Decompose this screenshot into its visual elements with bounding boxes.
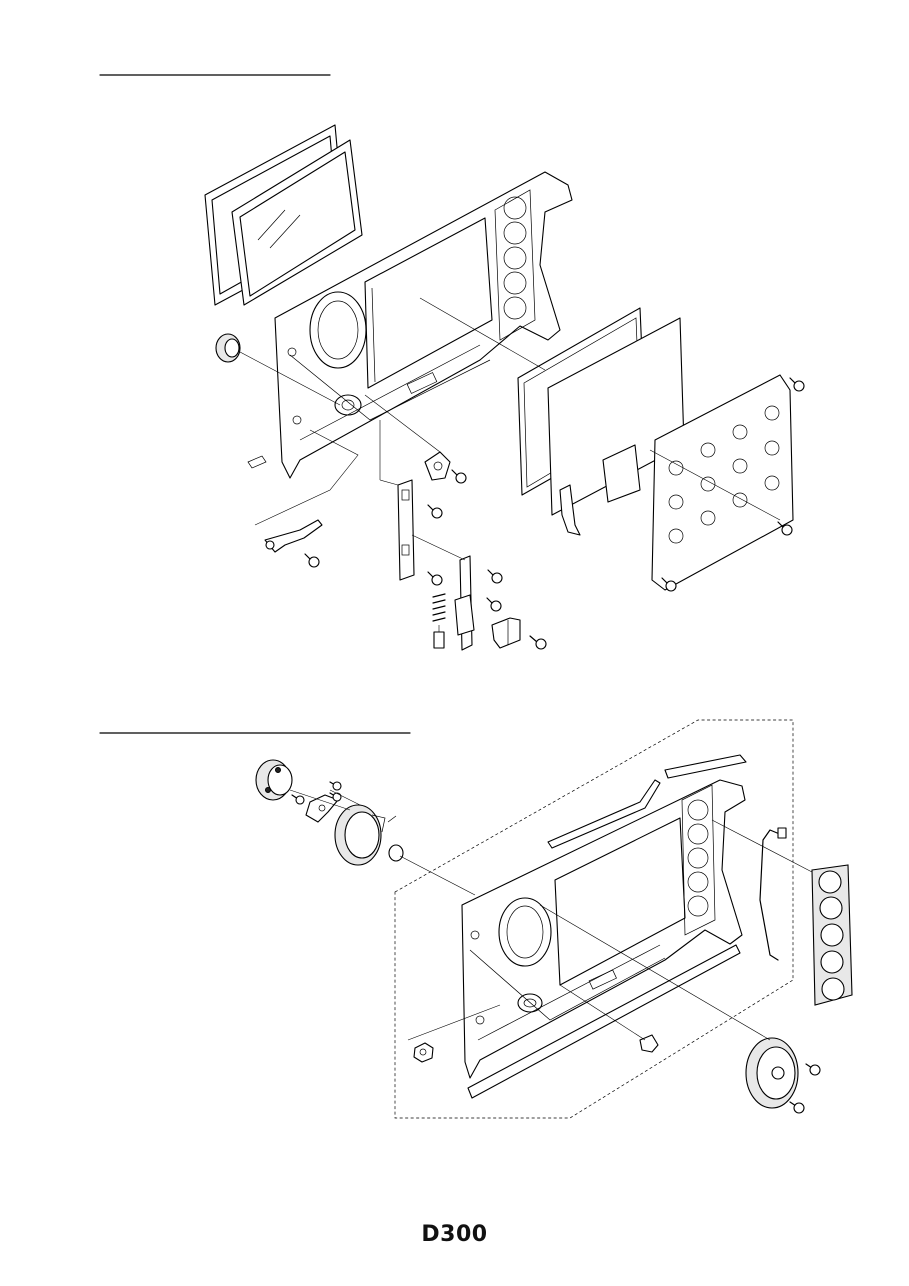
- lock-cap: [559, 984, 659, 1053]
- rear-body-frame-assembly: [461, 779, 746, 1099]
- assembly-boundary-dashed: [394, 719, 794, 1119]
- flex-cable: [759, 827, 787, 961]
- screw-slide-1: [427, 504, 443, 519]
- screw-slider-2: [486, 597, 502, 612]
- lcd-rear-plate: [649, 374, 794, 591]
- top-grip-strip: [547, 754, 747, 849]
- screw-contact-1: [329, 781, 342, 791]
- small-bracket: [491, 617, 521, 649]
- selector-center-button: [388, 844, 476, 896]
- rear-knob-part: [215, 333, 341, 406]
- small-label-part: [247, 455, 267, 469]
- selector-lead-lines: [289, 789, 361, 811]
- lock-slider: [411, 534, 475, 651]
- latch-bracket: [364, 394, 451, 481]
- screw-latch: [451, 469, 467, 484]
- screw-dial-2: [789, 1101, 805, 1114]
- multi-selector-cap: [255, 759, 293, 801]
- screw-dial-1: [805, 1063, 821, 1076]
- slide-plate: [379, 420, 415, 581]
- rear-dial-base: [539, 904, 799, 1109]
- model-logo: D300: [421, 1222, 488, 1247]
- screw-slider-1: [487, 569, 503, 584]
- hex-nut: [407, 1004, 501, 1063]
- screw-plate-1: [789, 377, 805, 392]
- selector-contact-plate: [305, 794, 339, 823]
- lcd-protective-cover: [204, 124, 363, 306]
- button-rubber-strip: [711, 819, 853, 1006]
- screw-bracket: [529, 635, 547, 650]
- coil-spring: [432, 593, 446, 649]
- release-lever: [254, 429, 359, 553]
- screw-selector: [291, 794, 305, 805]
- selector-base-ring: [334, 804, 397, 866]
- lcd-panel-unit: [419, 297, 685, 536]
- screw-plate-3: [661, 577, 677, 592]
- screw-contact-2: [329, 792, 342, 802]
- screw-plate-2: [777, 521, 793, 536]
- screw-lever: [304, 553, 320, 568]
- screw-slide-2: [427, 571, 443, 586]
